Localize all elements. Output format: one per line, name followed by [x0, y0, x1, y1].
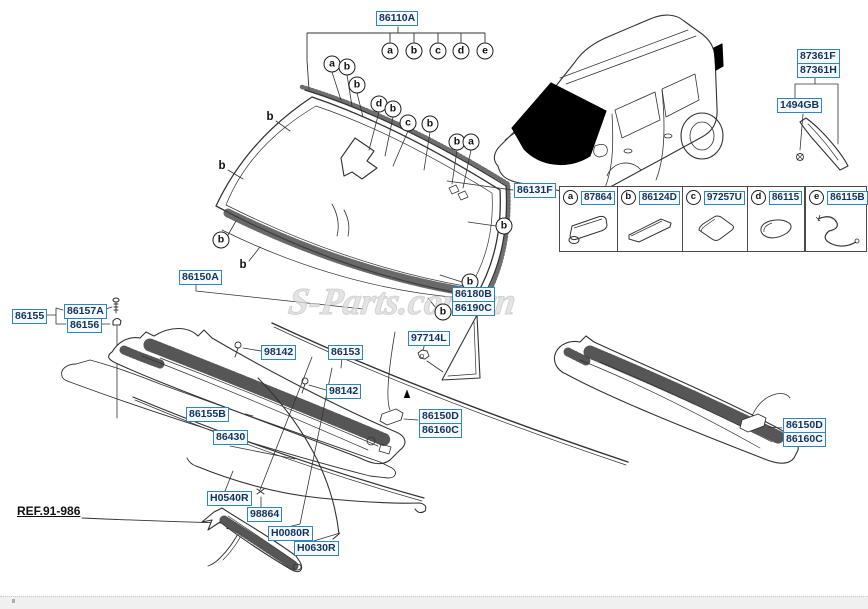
marker-a: a: [323, 55, 341, 73]
marker-b-plain: b: [218, 160, 226, 172]
part-label-86150D-86160C-right[interactable]: 86150D 86160C: [783, 418, 826, 447]
marker-b: b: [384, 100, 402, 118]
legend-letter-b: b: [620, 190, 636, 205]
part-label-86115[interactable]: 86115: [768, 190, 803, 205]
part-label-97257U[interactable]: 97257U: [703, 190, 745, 205]
windshield-drawing: [215, 71, 514, 309]
part-label-86180B-86190C[interactable]: 86180B 86190C: [452, 287, 495, 316]
legend-letter-a: a: [563, 190, 578, 205]
legend-icon-strip-b: [618, 207, 682, 251]
left-fastener-drawings: [46, 297, 122, 419]
marker-b: b: [338, 58, 356, 76]
legend-cell-a: a 87864: [560, 187, 617, 251]
legend-cell-d: d 86115: [746, 187, 804, 251]
part-label-H0630R[interactable]: H0630R: [294, 541, 339, 556]
marker-d: d: [370, 95, 388, 113]
part-label-87864[interactable]: 87864: [581, 190, 615, 205]
legend-letter-d: d: [750, 190, 766, 205]
part-label-86150D[interactable]: 86150D: [783, 418, 826, 433]
triangle-cover-drawing: [417, 310, 481, 381]
marker-b: b: [421, 115, 439, 133]
legend-icon-pad-d: [748, 207, 804, 251]
part-label-86190C[interactable]: 86190C: [452, 301, 495, 316]
part-label-98142-2[interactable]: 98142: [326, 384, 362, 399]
part-label-87361F-87361H[interactable]: 87361F 87361H: [797, 49, 840, 78]
part-label-86150D-86160C-center[interactable]: 86150D 86160C: [419, 409, 462, 438]
marker-b: b: [405, 42, 423, 60]
van-drawing: [493, 14, 724, 195]
marker-c: c: [399, 114, 417, 132]
part-label-86155B[interactable]: 86155B: [186, 407, 229, 422]
marker-a: a: [381, 42, 399, 60]
legend-letter-c: c: [685, 190, 701, 205]
part-label-86124D[interactable]: 86124D: [638, 190, 680, 205]
legend-cell-e: e 86115B: [804, 187, 868, 251]
footer-tick: [12, 599, 15, 603]
part-label-87361F[interactable]: 87361F: [797, 49, 840, 64]
part-label-H0080R[interactable]: H0080R: [268, 526, 313, 541]
marker-c: c: [429, 42, 447, 60]
part-label-98864[interactable]: 98864: [247, 507, 283, 522]
lower-cover-drawing: [201, 507, 303, 573]
marker-b: b: [495, 217, 513, 235]
part-label-87361H[interactable]: 87361H: [797, 63, 840, 78]
footer-scroll-strip[interactable]: [0, 596, 868, 609]
part-label-86153[interactable]: 86153: [328, 345, 364, 360]
marker-a: a: [462, 133, 480, 151]
marker-b: b: [212, 231, 230, 249]
part-label-H0540R[interactable]: H0540R: [207, 491, 252, 506]
legend-icon-pad-c: [683, 207, 747, 251]
part-label-86156[interactable]: 86156: [67, 318, 103, 333]
legend-table: a 87864 b 86124D: [559, 186, 868, 252]
part-label-86150A[interactable]: 86150A: [179, 270, 222, 285]
cowl-grille-left-drawing: [61, 327, 406, 479]
legend-icon-wire-e: [806, 207, 868, 251]
callout-bracket-86110A: [306, 26, 486, 91]
cowl-grille-right-drawing: [553, 335, 799, 464]
marker-d: d: [452, 42, 470, 60]
legend-letter-e: e: [809, 190, 825, 205]
part-label-86160C[interactable]: 86160C: [419, 423, 462, 438]
part-label-86131F[interactable]: 86131F: [514, 183, 556, 198]
part-label-1494GB[interactable]: 1494GB: [777, 98, 823, 113]
legend-cell-b: b 86124D: [616, 187, 682, 251]
part-label-86157A[interactable]: 86157A: [64, 304, 107, 319]
marker-b-plain: b: [266, 111, 274, 123]
part-label-86160C[interactable]: 86160C: [783, 432, 826, 447]
marker-b-plain: b: [239, 259, 247, 271]
marker-e: e: [476, 42, 494, 60]
leader-86150A: [195, 283, 364, 310]
part-label-86430[interactable]: 86430: [213, 430, 249, 445]
legend-icon-pad-a: [560, 207, 617, 251]
marker-b: b: [434, 303, 452, 321]
legend-cell-c: c 97257U: [681, 187, 747, 251]
side-trim-drawing: [794, 75, 849, 171]
reference-label[interactable]: REF.91-986: [17, 504, 81, 518]
marker-b: b: [348, 76, 366, 94]
part-label-86180B[interactable]: 86180B: [452, 287, 495, 302]
part-label-98142-1[interactable]: 98142: [261, 345, 297, 360]
part-label-86155[interactable]: 86155: [12, 309, 48, 324]
cowl-side-bracket-center-drawing: [379, 331, 419, 426]
part-label-86115B[interactable]: 86115B: [827, 190, 868, 205]
part-label-97714L[interactable]: 97714L: [408, 331, 450, 346]
part-label-86150D[interactable]: 86150D: [419, 409, 462, 424]
part-label-86110A[interactable]: 86110A: [376, 11, 419, 26]
